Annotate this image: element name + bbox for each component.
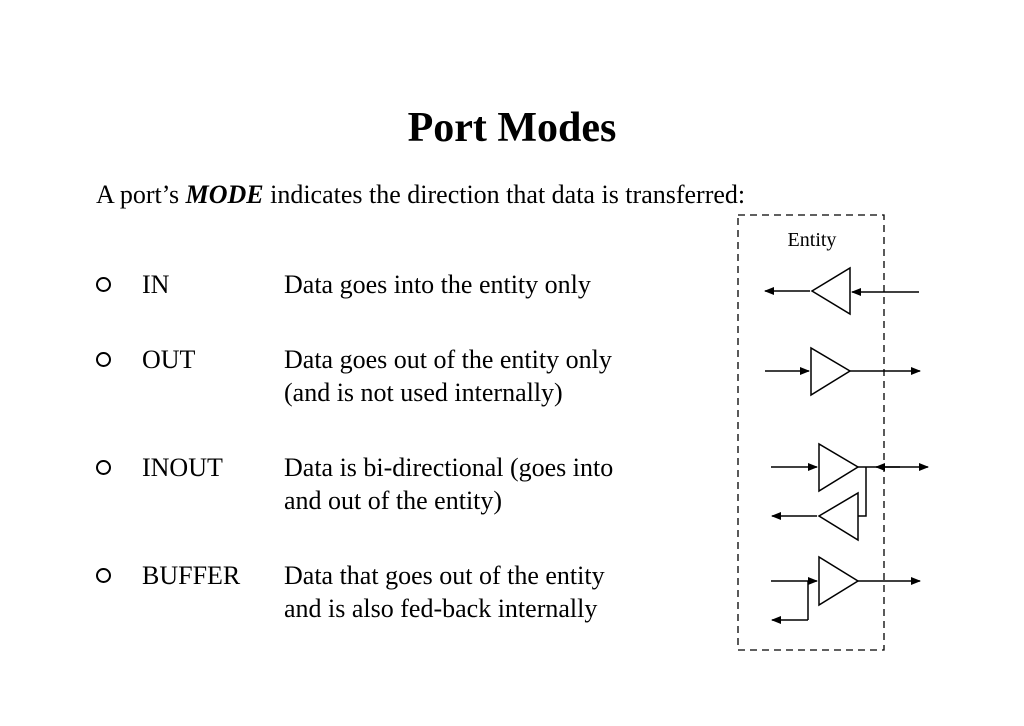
mode-name: BUFFER — [142, 561, 241, 590]
mode-description-line1: Data that goes out of the entity — [284, 561, 605, 590]
out-buffer-triangle — [810, 346, 852, 397]
mode-description: Data is bi-directional (goes into and ou… — [284, 451, 613, 517]
mode-name: INOUT — [142, 453, 223, 482]
inout-out-buffer-triangle — [818, 442, 860, 493]
inout-in-buffer-triangle — [817, 491, 859, 542]
in-buffer-triangle — [810, 266, 851, 316]
mode-name: IN — [142, 270, 170, 299]
inout-port-diagram — [771, 442, 929, 542]
page-title: Port Modes — [407, 105, 617, 151]
intro-before: A port’s — [96, 180, 186, 209]
intro-after: indicates the direction that data is tra… — [263, 180, 746, 209]
mode-description: Data goes out of the entity only (and is… — [284, 343, 612, 409]
bullet-icon — [96, 559, 126, 592]
out-port-diagram — [765, 346, 921, 397]
buffer-port-diagram — [771, 555, 921, 624]
in-port-diagram — [764, 266, 919, 316]
mode-description-line1: Data is bi-directional (goes into — [284, 453, 614, 482]
mode-name: OUT — [142, 345, 196, 374]
mode-description-line2: and out of the entity) — [284, 486, 503, 515]
bullet-icon — [96, 451, 126, 484]
buffer-buffer-triangle — [818, 555, 860, 607]
intro-text: A port’s MODE indicates the direction th… — [96, 180, 745, 210]
mode-description: Data that goes out of the entity and is … — [284, 559, 605, 625]
entity-label: Entity — [788, 229, 837, 251]
mode-description: Data goes into the entity only — [284, 268, 591, 301]
bullet-icon — [96, 343, 126, 376]
mode-description-line1: Data goes out of the entity only — [284, 345, 612, 374]
inout-feedback-wire — [858, 467, 867, 517]
mode-description-line1: Data goes into the entity only — [284, 270, 591, 299]
mode-description-line2: and is also fed-back internally — [284, 594, 598, 623]
mode-description-line2: (and is not used internally) — [284, 378, 563, 407]
bullet-icon — [96, 268, 126, 301]
intro-emphasis: MODE — [185, 180, 264, 209]
entity-boundary — [737, 214, 885, 651]
